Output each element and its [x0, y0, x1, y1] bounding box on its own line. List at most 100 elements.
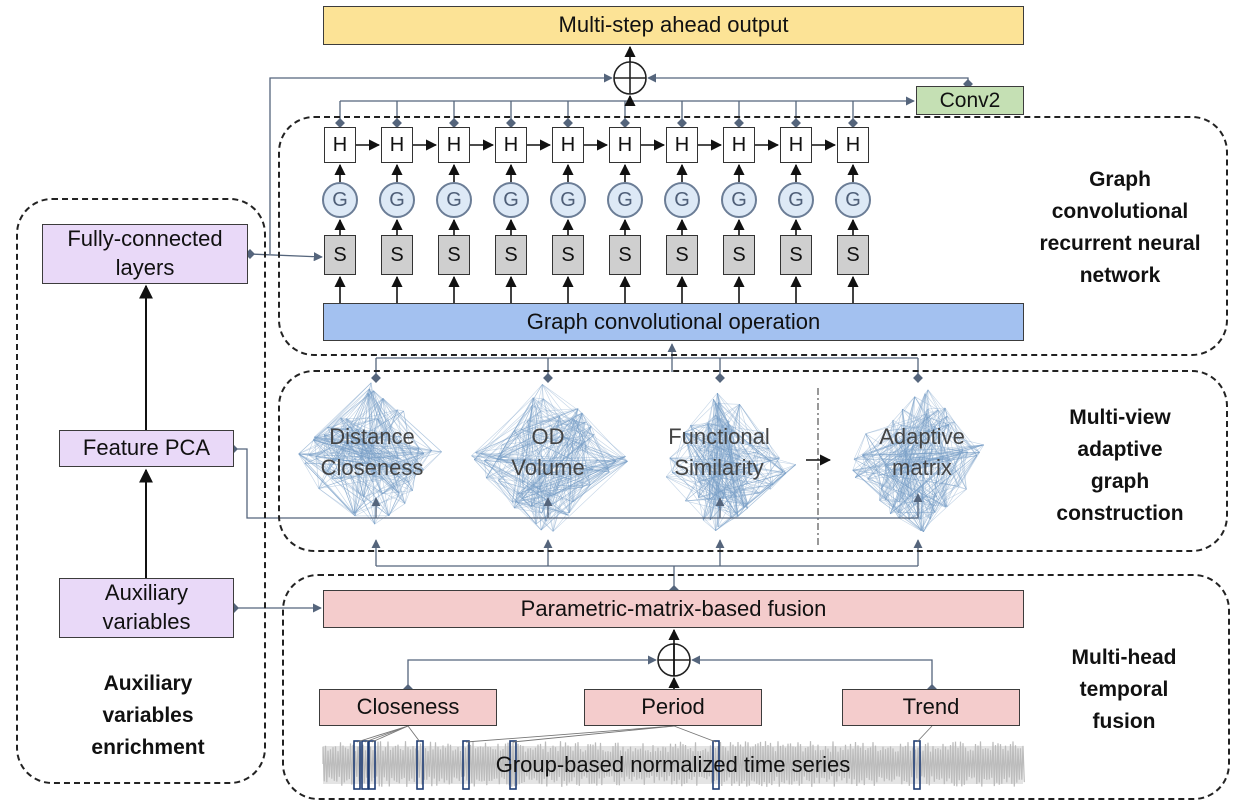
auxiliary-variables-box: Auxiliary variables: [59, 578, 234, 638]
closeness-to-sum-arrow: [407, 655, 657, 689]
functional-graph: [665, 392, 797, 531]
graph-conv-label: Graph convolutional operation: [526, 308, 821, 334]
h-cell: H: [495, 127, 527, 163]
g-node: G: [721, 182, 757, 218]
closeness-head-box: Closeness: [319, 689, 497, 726]
s-cell: S: [495, 235, 527, 275]
s-cell: S: [552, 235, 584, 275]
fc-to-sum-arrow: [269, 73, 613, 254]
fc-to-s-arrow: [249, 252, 323, 262]
view-label-line: Distance: [329, 424, 415, 449]
view-label-line: Adaptive: [879, 424, 965, 449]
fully-connected-box: Fully-connected layers: [42, 224, 248, 284]
feature-pca-label: Feature PCA: [82, 435, 211, 461]
s-cell: S: [837, 235, 869, 275]
g-node: G: [322, 182, 358, 218]
multiview-title-line: Multi-view: [1069, 406, 1171, 429]
pca-to-views-arrow: [233, 448, 923, 519]
period-window-link: [673, 725, 717, 743]
gcrnn-title: Graph convolutional recurrent neural net…: [1022, 164, 1218, 292]
auxiliary-group: [16, 198, 266, 784]
output-label: Multi-step ahead output: [558, 12, 789, 38]
time-window-marker: [462, 740, 470, 790]
closeness-window-link: [364, 725, 409, 743]
period-head-box: Period: [584, 689, 762, 726]
gcrnn-title-line: convolutional: [1051, 200, 1189, 223]
multiview-group: [278, 370, 1228, 552]
fusion-label: Parametric-matrix-based fusion: [520, 595, 827, 621]
view-top-dot: [715, 373, 725, 383]
view-label-functional: Functional Similarity: [644, 421, 794, 483]
s-cell: S: [438, 235, 470, 275]
closeness-window-link: [407, 725, 421, 743]
time-series-wave: [322, 741, 1025, 787]
auxiliary-title-line: enrichment: [91, 736, 205, 759]
multiview-title-line: construction: [1056, 502, 1184, 525]
h-output-dot: [734, 118, 744, 128]
g-node: G: [436, 182, 472, 218]
time-window-marker: [361, 740, 369, 790]
h-cell: H: [552, 127, 584, 163]
gcrnn-title-line: network: [1079, 264, 1161, 287]
view-label-line: Volume: [511, 455, 585, 480]
g-node: G: [778, 182, 814, 218]
s-cell: S: [324, 235, 356, 275]
view-label-line: OD: [531, 424, 565, 449]
feature-pca-box: Feature PCA: [59, 430, 234, 467]
view-label-line: Functional: [668, 424, 770, 449]
multiview-title-line: graph: [1090, 470, 1150, 493]
time-window-marker: [509, 740, 517, 790]
conv2-box: Conv2: [916, 86, 1024, 115]
h-cell: H: [780, 127, 812, 163]
time-window-marker: [416, 740, 424, 790]
s-cell: S: [609, 235, 641, 275]
h-output-dot: [677, 118, 687, 128]
trend-window-link: [916, 725, 933, 743]
view-top-dot: [543, 373, 553, 383]
series-label: Group-based normalized time series: [495, 752, 851, 777]
h-output-dot: [563, 118, 573, 128]
g-node: G: [493, 182, 529, 218]
gcrnn-title-line: recurrent neural: [1039, 232, 1201, 255]
view-label-line: matrix: [892, 455, 952, 480]
multiview-title-line: adaptive: [1077, 438, 1163, 461]
closeness-window-link: [371, 725, 409, 743]
h-cell: H: [723, 127, 755, 163]
temporal-title-line: Multi-head: [1071, 646, 1177, 669]
view-top-dot: [913, 373, 923, 383]
g-node: G: [664, 182, 700, 218]
time-window-marker: [368, 740, 376, 790]
g-node: G: [835, 182, 871, 218]
multiview-title: Multi-view adaptive graph construction: [1022, 402, 1218, 530]
h-cell: H: [666, 127, 698, 163]
temporal-title-line: fusion: [1092, 710, 1156, 733]
h-cell: H: [438, 127, 470, 163]
closeness-head-label: Closeness: [356, 694, 460, 720]
s-cell: S: [666, 235, 698, 275]
h-cell: H: [381, 127, 413, 163]
temporal-group: [282, 574, 1230, 800]
gcrnn-group: [278, 116, 1228, 356]
h-output-dot: [620, 118, 630, 128]
h-cell: H: [837, 127, 869, 163]
view-top-dot: [371, 373, 381, 383]
period-head-label: Period: [641, 694, 705, 720]
h-cell: H: [324, 127, 356, 163]
gcrnn-title-line: Graph: [1089, 168, 1151, 191]
period-window-link: [465, 725, 675, 743]
h-output-dot: [848, 118, 858, 128]
trend-to-sum-arrow: [691, 655, 933, 689]
view-label-distance: Distance Closeness: [302, 421, 442, 483]
s-cell: S: [381, 235, 413, 275]
s-cell: S: [780, 235, 812, 275]
auxiliary-title-line: Auxiliary: [103, 672, 193, 695]
view-label-adaptive: Adaptive matrix: [852, 421, 992, 483]
view-label-line: Closeness: [320, 455, 424, 480]
g-node: G: [379, 182, 415, 218]
trend-head-label: Trend: [902, 694, 960, 720]
auxiliary-title-line: variables: [102, 704, 194, 727]
temporal-title: Multi-head temporal fusion: [1026, 642, 1222, 738]
h-output-dot: [791, 118, 801, 128]
